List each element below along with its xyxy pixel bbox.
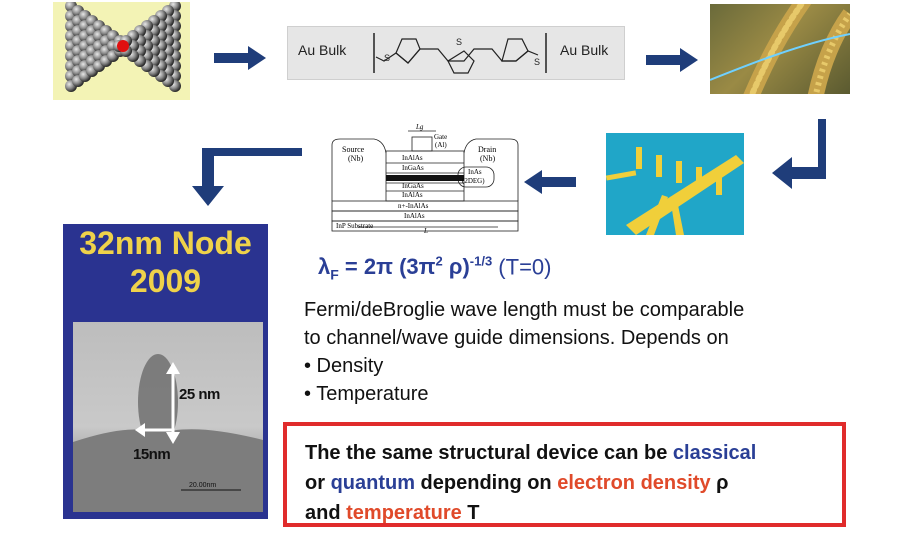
layer-label-6: InAlAs bbox=[404, 212, 425, 220]
source-label: Source bbox=[342, 145, 364, 154]
heterostructure-diagram: Source (Nb) Drain (Nb) Lg Gate (Al) InAl… bbox=[328, 123, 521, 236]
callout-quantum: quantum bbox=[331, 472, 415, 494]
callout-l2-text-c: depending on bbox=[415, 472, 557, 494]
gate-sub-label: (Al) bbox=[435, 141, 447, 149]
formula-square: 2 bbox=[435, 254, 442, 269]
callout-rho: ρ bbox=[711, 472, 729, 494]
tem-title-line2: 2009 bbox=[63, 262, 268, 300]
gate-length-label: Lg bbox=[416, 123, 423, 131]
channel-sub-label: (2DEG) bbox=[462, 177, 485, 185]
callout-l3-text-a: and bbox=[305, 502, 346, 524]
fermi-wavelength-formula: λF = 2π (3π2 ρ)-1/3 (T=0) bbox=[318, 254, 551, 283]
bullet-density: • Density bbox=[304, 352, 864, 380]
sulfur-label-3: S bbox=[534, 57, 540, 67]
conclusion-callout-box: The the same structural device can be cl… bbox=[283, 422, 846, 527]
tem-title-line1: 32nm Node bbox=[63, 224, 268, 262]
callout-line1: The the same structural device can be cl… bbox=[305, 438, 756, 468]
formula-eq: = 2π (3π bbox=[339, 254, 436, 279]
layer-label-4: InAlAs bbox=[402, 191, 423, 199]
callout-t: T bbox=[462, 502, 480, 524]
callout-line3: and temperature T bbox=[305, 498, 756, 528]
tem-image-panel: 32nm Node 2009 25 nm 15nm 20.00nm bbox=[63, 224, 268, 519]
gate-electrode-photo bbox=[606, 133, 744, 235]
callout-temperature: temperature bbox=[346, 502, 462, 524]
nanowire-photo bbox=[710, 4, 850, 94]
red-atom bbox=[117, 40, 129, 52]
arrow-left bbox=[522, 168, 578, 196]
molecular-junction-diagram: Au Bulk Au Bulk S S S bbox=[287, 26, 625, 80]
layer-label-3: InGaAs bbox=[402, 182, 424, 190]
formula-rho: ρ) bbox=[443, 254, 470, 279]
source-sub-label: (Nb) bbox=[348, 154, 363, 163]
callout-l1-text: The the same structural device can be bbox=[305, 442, 673, 464]
layer-label-2: InGaAs bbox=[402, 164, 424, 172]
formula-lhs-subscript: F bbox=[330, 267, 339, 283]
gate-label: Gate bbox=[434, 133, 447, 141]
channel-label: InAs bbox=[468, 168, 482, 176]
atom-junction-image bbox=[53, 2, 190, 100]
arrow-right-1 bbox=[212, 44, 268, 72]
substrate-label: InP Substrate bbox=[336, 222, 373, 230]
callout-classical: classical bbox=[673, 442, 756, 464]
atom-junction-graphic bbox=[53, 2, 190, 100]
formula-condition: (T=0) bbox=[492, 254, 551, 279]
gate-electrode-graphic bbox=[606, 133, 744, 235]
description-text: Fermi/deBroglie wave length must be comp… bbox=[304, 296, 864, 408]
tem-micrograph: 25 nm 15nm 20.00nm bbox=[73, 322, 263, 512]
tem-title: 32nm Node 2009 bbox=[63, 224, 268, 300]
arrow-bent-down bbox=[186, 146, 304, 208]
sulfur-label-1: S bbox=[384, 53, 390, 63]
sulfur-label-2: S bbox=[456, 37, 462, 47]
callout-electron-density: electron density bbox=[557, 472, 710, 494]
drain-label: Drain bbox=[478, 145, 496, 154]
length-label: L bbox=[424, 227, 428, 235]
bullet-temperature: • Temperature bbox=[304, 380, 864, 408]
callout-l2-text-a: or bbox=[305, 472, 331, 494]
tem-width-label: 15nm bbox=[133, 446, 170, 463]
thiophene-chain-graphic bbox=[288, 27, 624, 79]
arrow-right-2 bbox=[644, 46, 700, 74]
formula-exponent: -1/3 bbox=[470, 254, 492, 269]
description-line1: Fermi/deBroglie wave length must be comp… bbox=[304, 296, 864, 324]
tem-micrograph-graphic bbox=[73, 322, 263, 512]
drain-sub-label: (Nb) bbox=[480, 154, 495, 163]
callout-line2: or quantum depending on electron density… bbox=[305, 468, 756, 498]
layer-label-1: InAlAs bbox=[402, 154, 423, 162]
layer-label-5: n+-InAlAs bbox=[398, 202, 428, 210]
tem-height-label: 25 nm bbox=[179, 386, 220, 403]
description-line2: to channel/wave guide dimensions. Depend… bbox=[304, 324, 864, 352]
tem-scale-label: 20.00nm bbox=[189, 482, 216, 489]
formula-lhs: λ bbox=[318, 254, 330, 279]
arrow-bent-left bbox=[770, 117, 830, 191]
callout-text: The the same structural device can be cl… bbox=[305, 438, 756, 528]
nanowire-graphic bbox=[710, 4, 850, 94]
